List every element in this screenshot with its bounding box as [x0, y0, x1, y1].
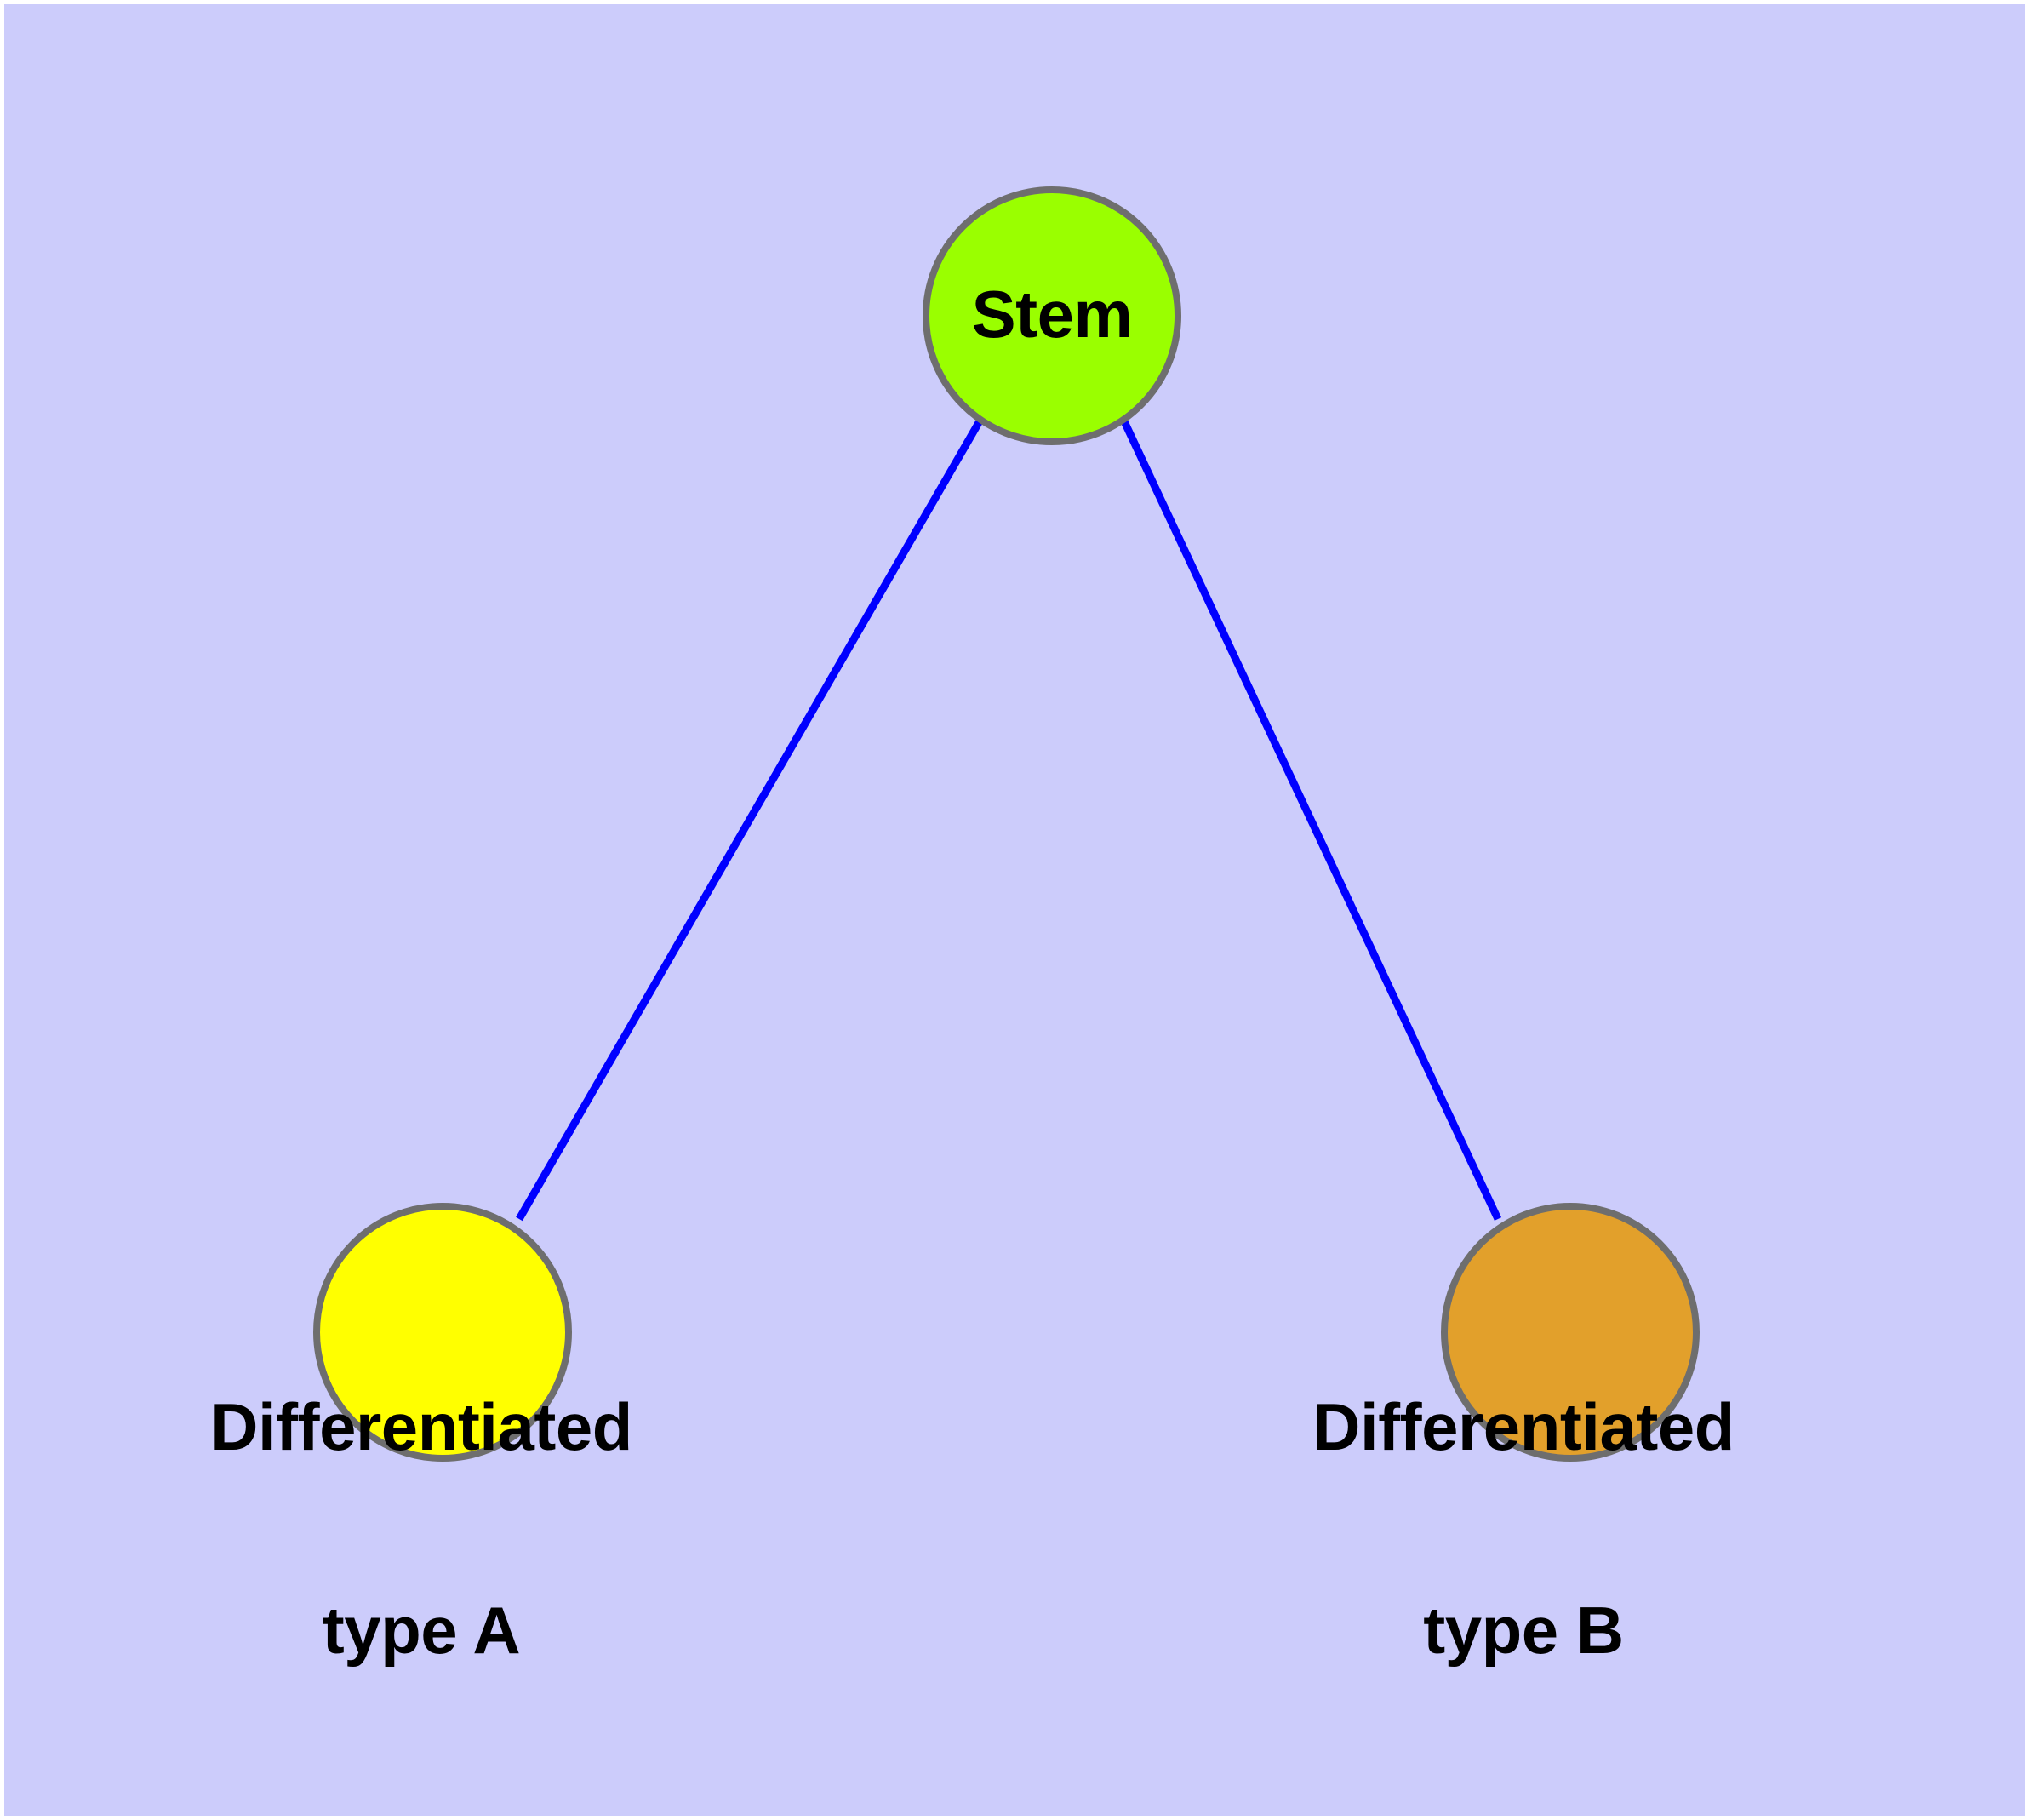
node-layer: [313, 186, 1700, 1462]
node-stem[interactable]: [923, 186, 1181, 445]
edge-stem-to-differentiated-type-a[interactable]: [516, 417, 984, 1222]
node-differentiated-type-a[interactable]: [313, 1203, 572, 1462]
edge-layer: [516, 417, 1502, 1222]
node-differentiated-type-b[interactable]: [1441, 1203, 1700, 1462]
edge-stem-to-differentiated-type-b[interactable]: [1119, 418, 1502, 1221]
